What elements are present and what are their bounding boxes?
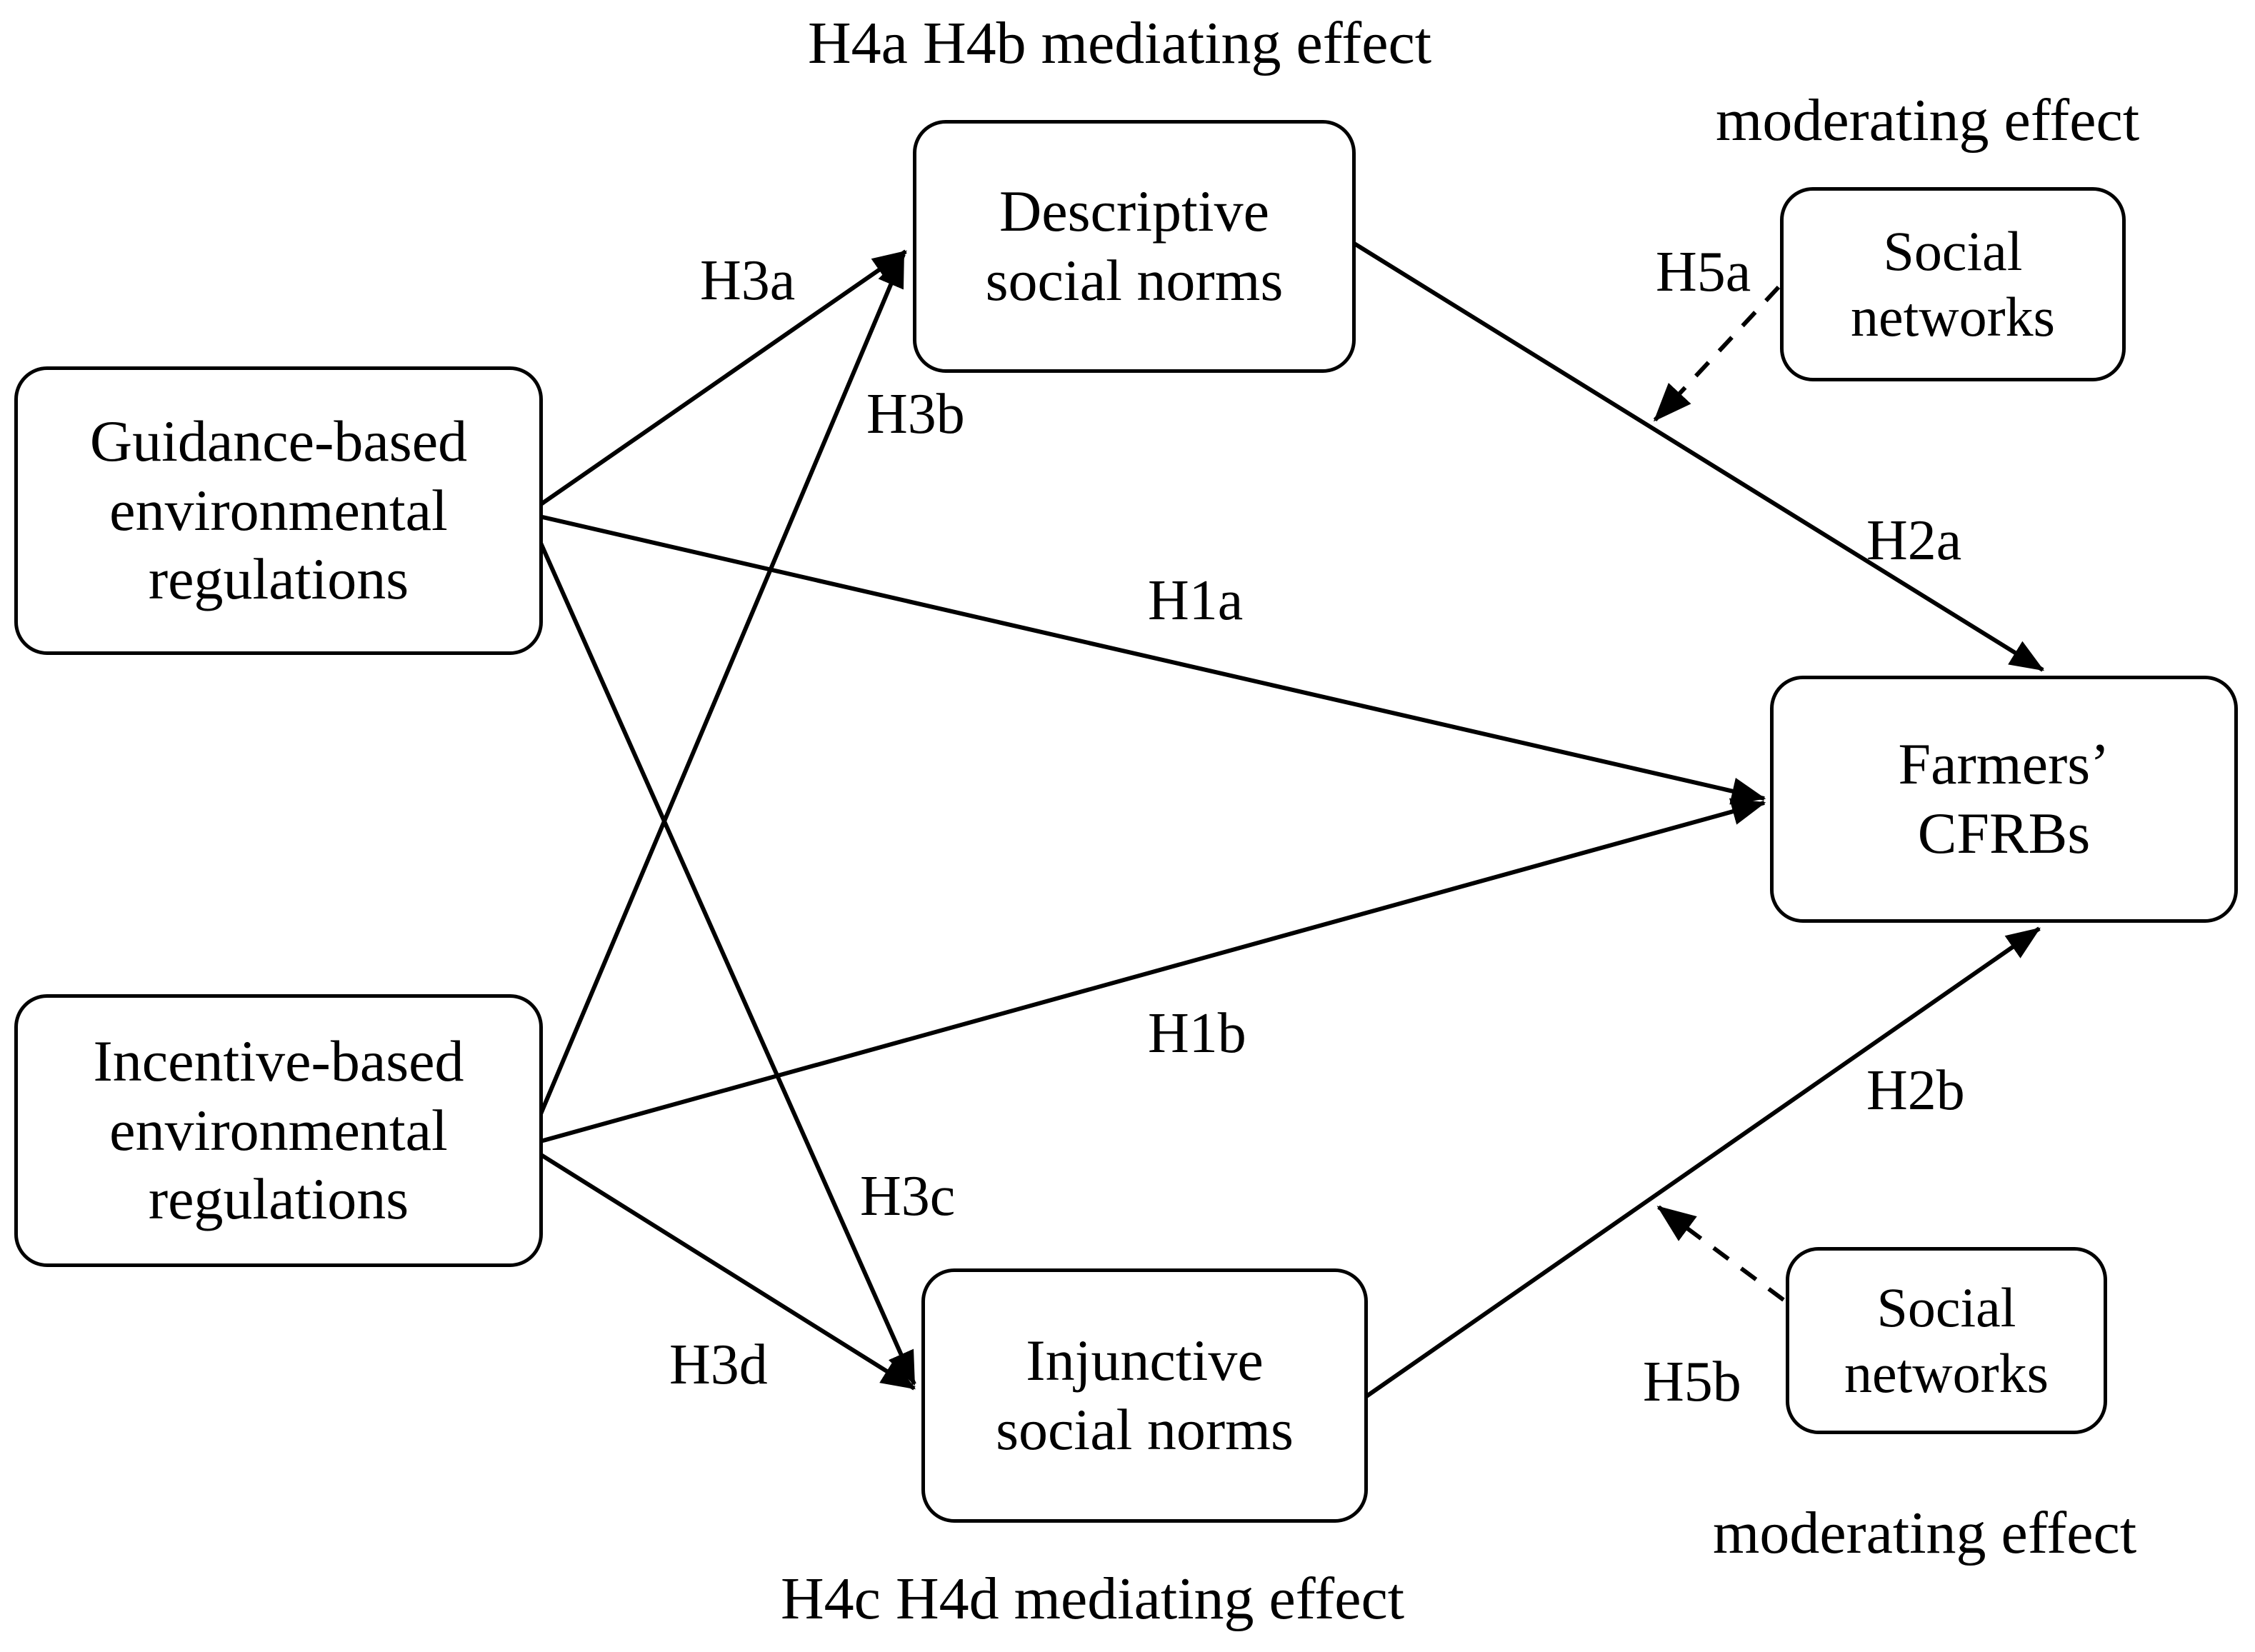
node-social-networks-top[interactable]: Social networks (1780, 187, 2126, 381)
node-descriptive-social-norms[interactable]: Descriptive social norms (913, 120, 1356, 373)
node-guidance-line-3: regulations (148, 546, 409, 612)
edge-label-H5a: H5a (1656, 241, 1751, 304)
node-incentive-based-environmental-regulations[interactable]: Incentive-based environmental regulation… (14, 994, 543, 1267)
node-descriptive-line-2: social norms (985, 248, 1284, 313)
edge-label-H2b: H2b (1866, 1059, 1965, 1122)
edge-H3b (526, 252, 906, 1144)
edge-label-H5b: H5b (1643, 1351, 1741, 1413)
node-sn-bottom-line-2: networks (1844, 1342, 2049, 1404)
edge-label-H2a: H2a (1866, 509, 1962, 572)
node-descriptive-line-1: Descriptive (999, 179, 1269, 244)
node-injunctive-line-1: Injunctive (1026, 1328, 1264, 1393)
node-incentive-line-3: regulations (148, 1166, 409, 1232)
edge-label-H1a: H1a (1148, 569, 1244, 632)
node-injunctive-social-norms[interactable]: Injunctive social norms (921, 1268, 1368, 1523)
node-guidance-based-environmental-regulations[interactable]: Guidance-based environmental regulations (14, 366, 543, 655)
edge-H5a (1653, 285, 1781, 422)
node-guidance-line-1: Guidance-based (89, 408, 468, 474)
node-cfrb-line-1: Farmers’ (1898, 731, 2110, 797)
node-social-networks-bottom[interactable]: Social networks (1786, 1247, 2107, 1434)
edge-H1b (529, 798, 1766, 1146)
caption-top-moderating-effect: moderating effect (1716, 87, 2140, 154)
edge-H1a (529, 512, 1766, 805)
node-incentive-line-1: Incentive-based (93, 1028, 464, 1093)
caption-bottom-moderating-effect: moderating effect (1713, 1500, 2137, 1566)
caption-bottom-mediating-effect: H4c H4d mediating effect (781, 1566, 1405, 1632)
node-cfrb-line-2: CFRBs (1917, 801, 2091, 866)
caption-top-mediating-effect: H4a H4b mediating effect (808, 10, 1432, 76)
edge-H5b (1656, 1205, 1785, 1302)
edge-H2b (1365, 926, 2041, 1398)
node-guidance-line-2: environmental (109, 477, 448, 543)
edge-label-H1b: H1b (1148, 1002, 1246, 1065)
edge-H3a (527, 249, 907, 515)
edge-label-H3d: H3d (669, 1333, 768, 1396)
node-sn-bottom-line-1: Social (1876, 1276, 2016, 1338)
edge-label-H3a: H3a (700, 249, 796, 312)
node-sn-top-line-2: networks (1851, 286, 2055, 348)
edge-H3d (527, 1145, 916, 1391)
node-farmers-cfrbs[interactable]: Farmers’ CFRBs (1770, 676, 2238, 923)
edge-label-H3b: H3b (866, 383, 965, 446)
node-injunctive-line-2: social norms (996, 1397, 1294, 1462)
edge-label-H3c: H3c (860, 1165, 956, 1228)
node-sn-top-line-1: Social (1883, 219, 2023, 282)
edge-H2a (1353, 241, 2045, 672)
node-incentive-line-2: environmental (109, 1097, 448, 1163)
edge-H3c (526, 514, 916, 1386)
